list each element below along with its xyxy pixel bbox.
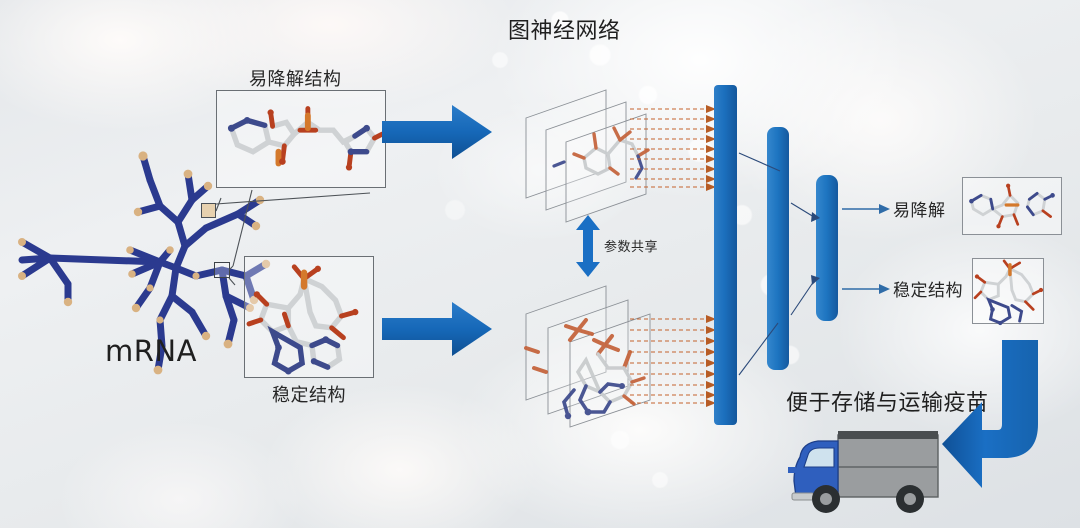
gnn-plane-stack-bottom: [524, 285, 651, 428]
mrna-label: mRNA: [105, 334, 197, 368]
bottom-detail-molecule-box[interactable]: [244, 256, 374, 378]
output-label-stable: 稳定结构: [893, 281, 963, 301]
vaccine-storage-label: 便于存储与运输疫苗: [786, 391, 989, 416]
stable-result-molecule-icon: [973, 259, 1044, 326]
message-passing-arrows-bottom: [630, 315, 716, 407]
top-detail-title: 易降解结构: [249, 69, 342, 90]
mrna-tree-graphic: [18, 151, 271, 375]
gnn-plane-stack-top: [525, 89, 650, 223]
output-arrow-stable: [842, 284, 890, 294]
input-embedding-bar: [714, 85, 737, 425]
stable-nucleotide-structure-icon: [246, 264, 359, 375]
degradable-nucleotide-structure-icon: [227, 106, 385, 171]
message-passing-arrows-top: [630, 105, 716, 191]
output-layer-bar: [816, 175, 838, 321]
bottom-detail-title: 稳定结构: [272, 385, 346, 406]
delivery-truck-icon: [788, 431, 939, 513]
gnn-layer-bars: [714, 85, 838, 425]
parameter-share-label: 参数共享: [604, 240, 659, 255]
j-shaped-curved-arrow: [942, 340, 1038, 488]
parameter-share-arrow: [576, 215, 600, 277]
stable-result-molecule-box[interactable]: [972, 258, 1044, 326]
hidden-layer-bar: [767, 127, 789, 370]
top-detail-molecule-box[interactable]: [216, 90, 386, 188]
gnn-title: 图神经网络: [508, 19, 621, 44]
degradable-result-molecule-box[interactable]: [962, 177, 1062, 235]
block-arrow-right-bottom: [382, 302, 492, 356]
degradable-result-molecule-icon: [969, 183, 1055, 229]
output-label-degradable: 易降解: [893, 201, 946, 221]
callout-leader-lines: [215, 189, 371, 286]
output-arrow-degradable: [842, 204, 890, 214]
block-arrow-right-top: [382, 105, 492, 159]
tree-selection-marker-top[interactable]: [201, 203, 216, 218]
